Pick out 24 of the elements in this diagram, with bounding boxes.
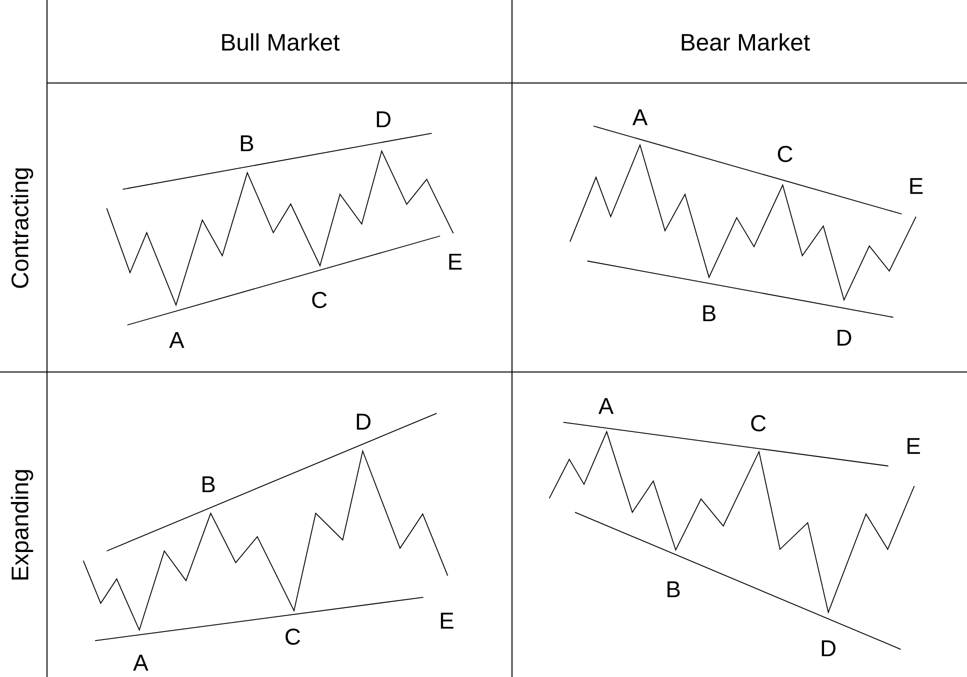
wave-label: C [751,415,766,432]
wave-label: B [668,581,680,598]
wave-label: A [632,109,648,126]
wave-label: C [778,146,792,162]
wave-label: C [286,628,300,645]
wave-label: A [133,654,148,671]
wave-label: E [908,438,920,454]
wave-label: D [838,330,852,346]
wave-label: E [910,178,923,194]
wave-label: E [440,612,454,629]
column-header: Bull Market [222,33,340,51]
wave-label: A [169,332,184,348]
wave-label: D [376,111,390,128]
wave-label: B [240,135,254,152]
row-header: Expanding [10,470,34,580]
wave-label: D [822,640,836,656]
wave-label: E [449,254,462,270]
wave-label: B [703,305,716,322]
wave-label: B [202,476,215,492]
row-header: Contracting [10,168,34,288]
wave-label: D [356,414,370,430]
wave-label: C [312,292,327,308]
wave-label: A [598,398,614,414]
column-header: Bear Market [682,33,810,51]
